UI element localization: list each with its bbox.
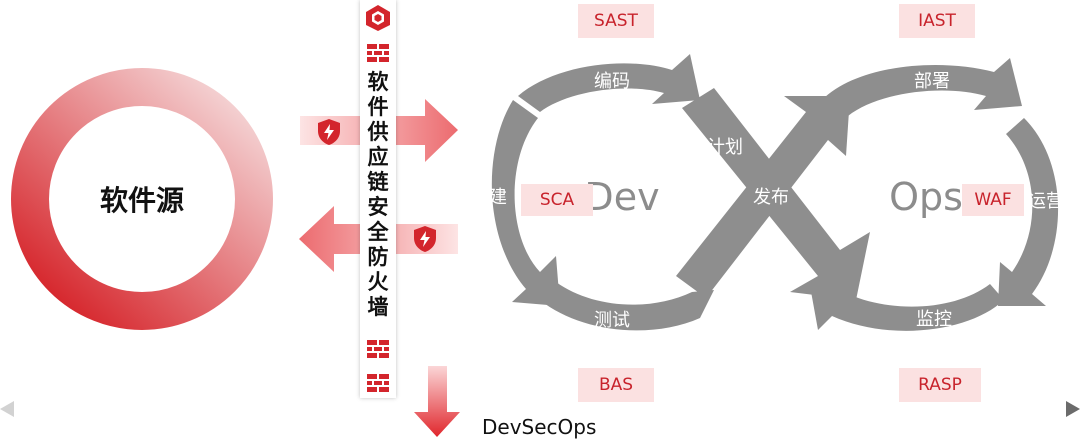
firewall-char: 软 — [367, 70, 389, 94]
devops-loop — [491, 54, 1059, 331]
hexagon-logo-icon — [366, 5, 390, 31]
firewall-title: 软 件 供 应 链 安 全 防 火 墙 — [362, 70, 394, 320]
segment-deploy — [822, 58, 1022, 116]
firewall-char: 全 — [367, 220, 389, 244]
tag-bas: BAS — [578, 368, 654, 402]
step-test: 测试 — [594, 310, 630, 331]
segment-release — [676, 96, 850, 298]
step-deploy: 部署 — [914, 71, 950, 92]
firewall-char: 火 — [367, 270, 389, 294]
axis-arrow-right — [1066, 401, 1080, 417]
segment-test — [540, 282, 714, 331]
firewall-char: 件 — [367, 95, 389, 119]
step-build: 构建 — [471, 187, 507, 208]
axis-arrow-left — [0, 401, 14, 417]
brick-wall-icon — [367, 340, 389, 358]
shield-lightning-icon — [318, 119, 340, 145]
firewall-char: 防 — [367, 245, 389, 269]
segment-code — [518, 54, 700, 112]
shield-lightning-icon — [414, 226, 436, 252]
ops-label: Ops — [889, 175, 963, 219]
step-monitor: 监控 — [916, 309, 952, 330]
tag-iast: IAST — [899, 4, 975, 38]
dev-label: Dev — [584, 175, 660, 219]
tag-waf: WAF — [962, 184, 1024, 216]
firewall-char: 安 — [367, 195, 389, 219]
arrow-down — [414, 366, 460, 437]
firewall-char: 链 — [367, 170, 389, 194]
brick-wall-icon — [367, 44, 389, 62]
tag-sast: SAST — [578, 4, 654, 38]
tag-sca: SCA — [521, 184, 593, 216]
step-plan: 计划 — [707, 137, 743, 158]
brick-wall-icon — [367, 374, 389, 392]
source-label: 软件源 — [99, 184, 185, 217]
firewall-char: 墙 — [367, 295, 389, 319]
segment-build — [491, 100, 560, 306]
step-operate: 运营 — [1028, 191, 1064, 212]
firewall-char: 供 — [367, 120, 389, 144]
devsecops-label: DevSecOps — [482, 415, 597, 439]
step-code: 编码 — [594, 71, 630, 92]
tag-rasp: RASP — [899, 368, 981, 402]
firewall-column — [360, 0, 396, 398]
step-release: 发布 — [753, 187, 789, 208]
segment-monitor — [810, 282, 1004, 331]
firewall-char: 应 — [367, 145, 389, 169]
source-ring — [11, 68, 273, 330]
segment-operate — [998, 118, 1059, 306]
